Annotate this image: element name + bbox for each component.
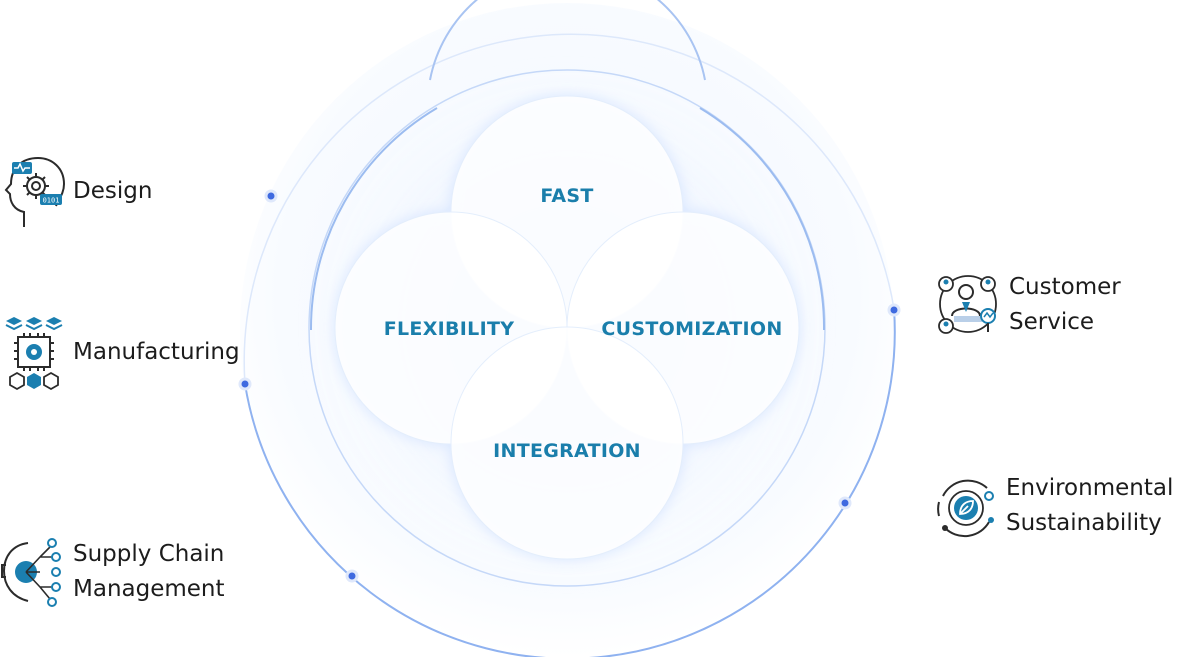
supply-chain-label: Supply Chain Management [73, 541, 225, 602]
dot-supply-chain [345, 569, 359, 583]
outer-ring-arc-faint [243, 33, 895, 385]
ring-dots [238, 189, 901, 583]
circle-integration [450, 326, 684, 560]
svg-text:0101: 0101 [43, 197, 60, 205]
pillar-customization-label: CUSTOMIZATION [601, 318, 783, 340]
customer-service-label: Customer Service [1009, 274, 1121, 335]
outer-ring-arc [244, 308, 896, 657]
dot-environmental [838, 496, 852, 510]
head-gear-icon: 0101 [2, 154, 68, 234]
gear-network-icon [0, 535, 66, 615]
pillar-integration-label: INTEGRATION [493, 440, 641, 462]
environmental-sustainability-label: Environmental Sustainability [1006, 475, 1174, 536]
pillar-circles [334, 95, 800, 560]
dot-design [264, 189, 278, 203]
dot-customer-service [887, 303, 901, 317]
manufacturing-label: Manufacturing [73, 339, 240, 365]
chip-gear-icon [4, 315, 64, 395]
pillar-flexibility-label: FLEXIBILITY [383, 318, 515, 340]
leaf-cycle-icon [933, 476, 999, 546]
dot-manufacturing [238, 377, 252, 391]
design-label: Design [73, 178, 153, 204]
agent-network-icon [934, 272, 1000, 342]
pillar-fast-label: FAST [540, 185, 594, 207]
